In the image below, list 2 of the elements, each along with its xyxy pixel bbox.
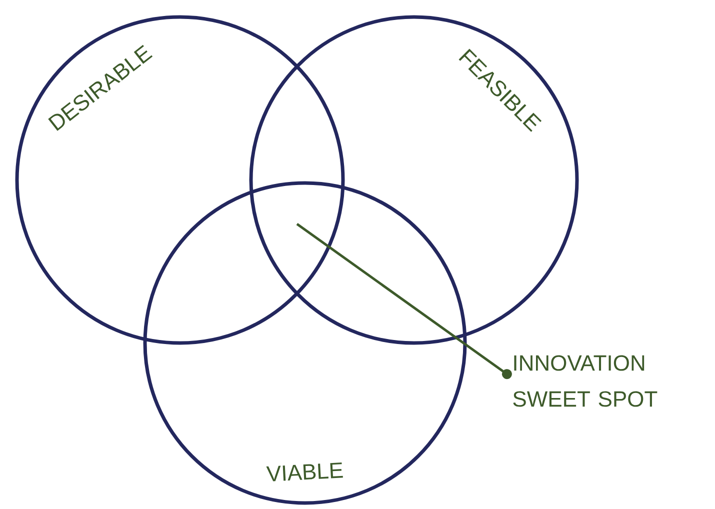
leader-line — [296, 222, 512, 380]
callout-text: INNOVATION SWEET SPOT — [513, 355, 658, 407]
